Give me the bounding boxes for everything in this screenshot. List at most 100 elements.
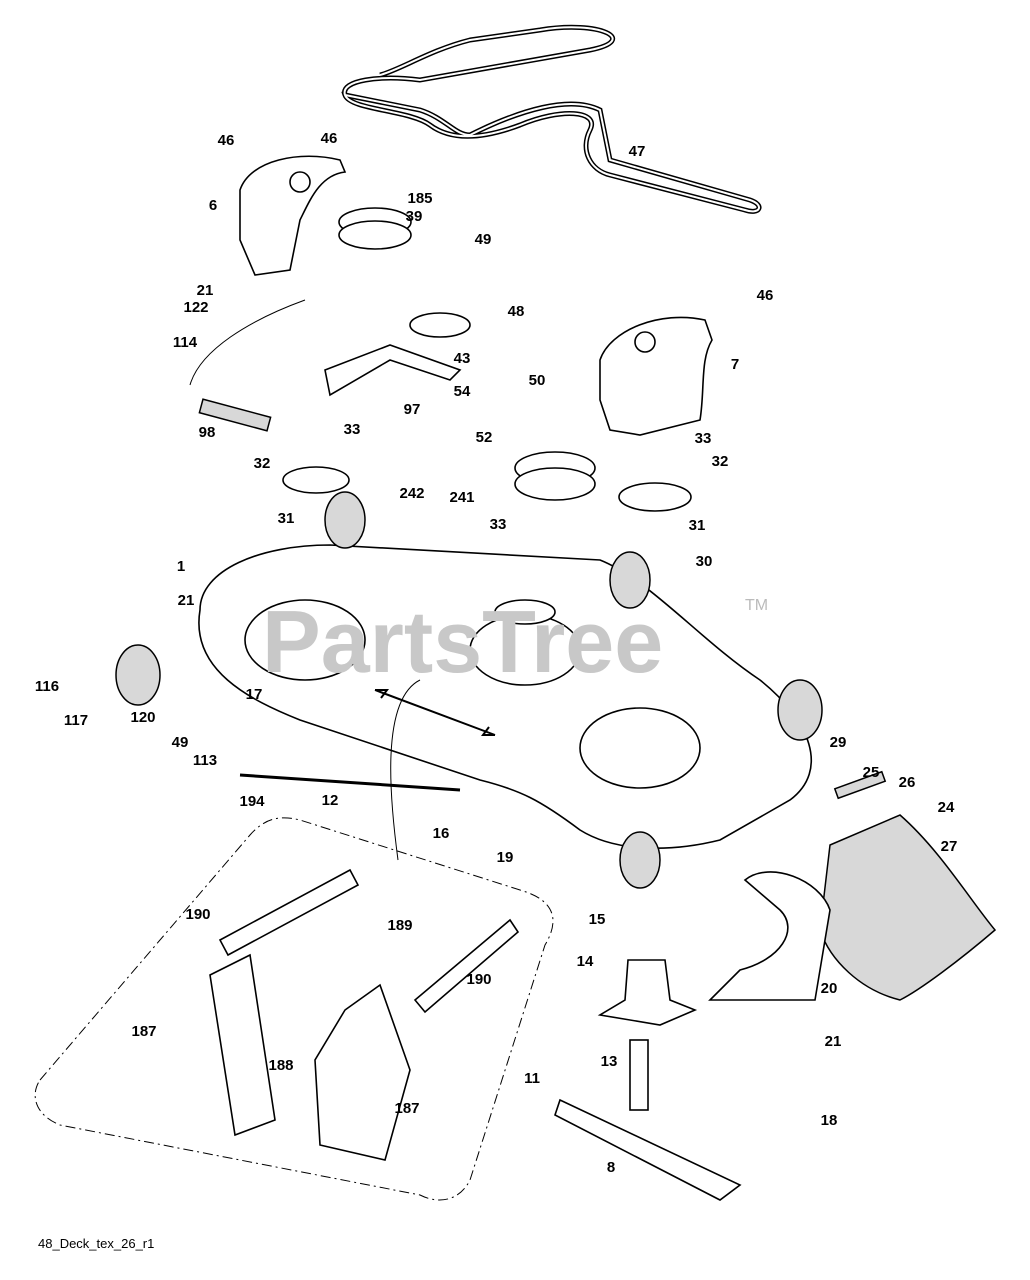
callout-label: 32 [254, 455, 271, 472]
callout-label: 24 [938, 799, 955, 816]
callout-label: 242 [399, 485, 424, 502]
spindle-pulley [618, 482, 692, 512]
callout-label: 13 [601, 1053, 618, 1070]
callout-label: 6 [209, 197, 217, 214]
spindle-pulley [282, 466, 350, 494]
idler-pulley [338, 220, 412, 250]
callout-label: 25 [863, 764, 880, 781]
drawing-id: 48_Deck_tex_26_r1 [38, 1236, 155, 1251]
callout-label: 189 [387, 917, 412, 934]
callout-label: 194 [239, 793, 265, 810]
callout-label: 187 [131, 1023, 156, 1040]
spindle-housing [597, 959, 698, 1026]
callout-label: 46 [321, 130, 338, 147]
callout-label: 21 [197, 282, 214, 299]
callout-label: 43 [454, 350, 471, 367]
belt-inner [343, 26, 760, 213]
callout-label: 47 [629, 143, 646, 160]
callout-label: 190 [466, 971, 491, 988]
callout-label: 116 [35, 678, 59, 695]
cover-knob [634, 331, 656, 353]
callout-label: 29 [830, 734, 847, 751]
callout-label: 33 [490, 516, 507, 533]
callout-label: 32 [712, 453, 729, 470]
callout-label: 18 [821, 1112, 838, 1129]
deck-spindle-left [244, 599, 366, 681]
callout-label: 98 [199, 424, 216, 441]
arrow [374, 689, 496, 736]
callout-label: 27 [941, 838, 958, 855]
callout-label: 16 [433, 825, 450, 842]
callout-label: 7 [731, 356, 739, 373]
cover-knob [289, 171, 311, 193]
callout-label: 97 [404, 401, 421, 418]
callout-label: 19 [497, 849, 514, 866]
blade [554, 1098, 742, 1201]
gauge-wheel [619, 831, 661, 889]
callout-label: 20 [821, 980, 838, 997]
deck-pulley [494, 599, 556, 625]
callout-label: 21 [178, 592, 195, 609]
cable [390, 679, 421, 861]
inset-boundary [34, 817, 554, 1201]
callout-label: 39 [406, 208, 423, 225]
link-rod [239, 773, 461, 792]
callout-label: 30 [696, 553, 713, 570]
callout-label: 21 [825, 1033, 842, 1050]
callout-label: 52 [476, 429, 493, 446]
rod [189, 299, 306, 386]
callout-label: 46 [218, 132, 235, 149]
callout-label: 33 [695, 430, 712, 447]
callout-label: 33 [344, 421, 361, 438]
callout-label: 8 [607, 1159, 615, 1176]
callout-label: 113 [193, 752, 217, 769]
callout-label: 185 [407, 190, 432, 207]
spindle-shaft [629, 1039, 649, 1111]
spring [198, 398, 272, 432]
callout-label: 122 [183, 299, 208, 316]
idler-pulley [409, 312, 471, 338]
bracket [209, 953, 276, 1137]
idler-arm [324, 344, 462, 397]
bracket [314, 983, 411, 1161]
callout-label: 49 [172, 734, 189, 751]
mower-deck [198, 544, 813, 849]
callout-label: 31 [278, 510, 295, 527]
callout-label: 54 [454, 383, 471, 400]
callout-label: 187 [394, 1100, 419, 1117]
callout-label: 14 [577, 953, 594, 970]
callout-label: 49 [475, 231, 492, 248]
deck-spindle-right [579, 707, 701, 789]
idler-pulley [514, 467, 596, 501]
callout-label: 12 [322, 792, 339, 809]
belt-cover-left [239, 155, 347, 276]
callout-label: 117 [64, 712, 88, 729]
callout-label: 17 [246, 686, 263, 703]
deflector [708, 871, 831, 1001]
callout-label: 1 [177, 558, 185, 575]
callout-label: 48 [508, 303, 525, 320]
callout-label: 50 [529, 372, 546, 389]
callout-label: 190 [185, 906, 210, 923]
callout-label: 11 [524, 1070, 540, 1087]
watermark: PartsTree [262, 592, 663, 691]
callout-label: 114 [173, 334, 198, 351]
gauge-wheel [777, 679, 823, 741]
spring [833, 770, 887, 800]
callout-label: 26 [899, 774, 916, 791]
gauge-wheel [324, 491, 366, 549]
lift-arm [413, 918, 520, 1014]
callout-label: 188 [268, 1057, 293, 1074]
callout-label: 46 [757, 287, 774, 304]
belt-cover-right [599, 316, 713, 436]
gauge-wheel [609, 551, 651, 609]
callout-label: 31 [689, 517, 706, 534]
discharge-chute [819, 814, 997, 1001]
lift-arm [218, 868, 360, 957]
watermark-tm: TM [745, 597, 768, 614]
callout-label: 15 [589, 911, 606, 928]
gauge-wheel [115, 644, 161, 706]
